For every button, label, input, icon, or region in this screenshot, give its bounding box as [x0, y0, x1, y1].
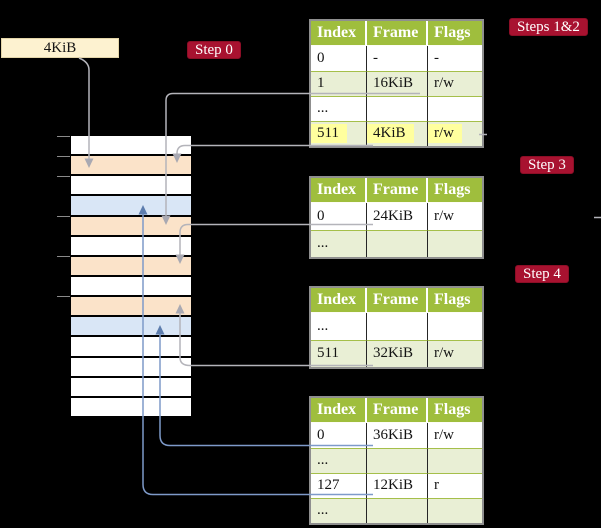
badge-step-4: Step 4 [515, 265, 569, 283]
column-header-index: Index [311, 288, 367, 313]
table-cell: r/w [434, 207, 454, 224]
badge-step-3: Step 3 [520, 156, 574, 174]
table-cell: 0 [311, 203, 367, 230]
table-cell: - [434, 49, 439, 66]
column-header-flags: Flags [428, 178, 482, 203]
table-row: 511 4KiB r/w [311, 121, 482, 146]
table-row: ... [311, 96, 482, 121]
memory-frame-row-13 [71, 397, 191, 416]
column-header-frame: Frame [367, 398, 428, 423]
table-row: ... [311, 230, 482, 257]
memory-column [69, 134, 193, 418]
table-cell: 127 [311, 473, 367, 498]
table-cell: r [428, 473, 482, 498]
memory-frame-row-0 [71, 136, 191, 157]
table-cell: ... [311, 313, 367, 340]
column-header-flags: Flags [428, 288, 482, 313]
table-cell: 511 [311, 121, 367, 146]
column-header-flags: Flags [428, 398, 482, 423]
memory-frame-row-6 [71, 256, 191, 277]
table-cell: ... [311, 448, 367, 473]
badge-step-0: Step 0 [187, 41, 241, 59]
table-cell: 0 [311, 423, 367, 448]
table-cell [428, 313, 482, 340]
table-cell: ... [311, 230, 367, 257]
badge-steps-1-2: Steps 1&2 [509, 18, 588, 36]
table-cell: 511 [311, 340, 367, 367]
table-cell: r/w [428, 71, 482, 96]
table-cell: r/w [428, 121, 482, 146]
highlighted-value: 4KiB [367, 124, 414, 143]
memory-frame-row-1 [71, 156, 191, 177]
address-label-4kib: 4KiB [1, 38, 119, 58]
table-cell [367, 230, 428, 257]
memory-frame-row-11 [71, 357, 191, 378]
table-cell: 4KiB [367, 121, 428, 146]
table-row: ... [311, 313, 482, 340]
table-cell [428, 230, 482, 257]
column-header-frame: Frame [367, 288, 428, 313]
memory-frame-row-12 [71, 377, 191, 398]
table-cell [367, 448, 428, 473]
table-cell: 32KiB [367, 340, 428, 367]
column-header-index: Index [311, 178, 367, 203]
column-header-frame: Frame [367, 178, 428, 203]
column-header-index: Index [311, 21, 367, 46]
table-cell: 16KiB [367, 71, 428, 96]
memory-frame-row-2 [71, 176, 191, 197]
column-header-flags: Flags [428, 21, 482, 46]
table-cell [428, 448, 482, 473]
table-cell: r/w [428, 340, 482, 367]
memory-frame-row-3 [71, 196, 191, 217]
table-cell: ... [311, 96, 367, 121]
column-header-index: Index [311, 398, 367, 423]
table-cell: r/w [434, 426, 454, 443]
table-row: 0-- [311, 46, 482, 71]
table-cell: 12KiB [367, 473, 428, 498]
table-cell [428, 96, 482, 121]
memory-frame-row-7 [71, 276, 191, 298]
table-cell: 1 [311, 71, 367, 96]
table-cell [367, 313, 428, 340]
table-cell: 0 [311, 46, 367, 71]
highlighted-value: 511 [311, 124, 347, 143]
table-cell: 36KiB [367, 423, 428, 448]
table-row: ... [311, 498, 482, 523]
memory-frame-row-8 [71, 297, 191, 318]
column-header-frame: Frame [367, 21, 428, 46]
memory-frame-row-10 [71, 337, 191, 358]
table-cell: - [367, 46, 428, 71]
highlighted-value: r/w [428, 124, 462, 143]
table-cell: ... [311, 498, 367, 523]
memory-frame-row-4 [71, 216, 191, 237]
table-row: ... [311, 448, 482, 473]
memory-frame-row-5 [71, 236, 191, 257]
table-cell [367, 498, 428, 523]
memory-frame-row-9 [71, 317, 191, 338]
table-cell [367, 96, 428, 121]
table-cell [428, 498, 482, 523]
table-cell: 24KiB [367, 203, 428, 230]
